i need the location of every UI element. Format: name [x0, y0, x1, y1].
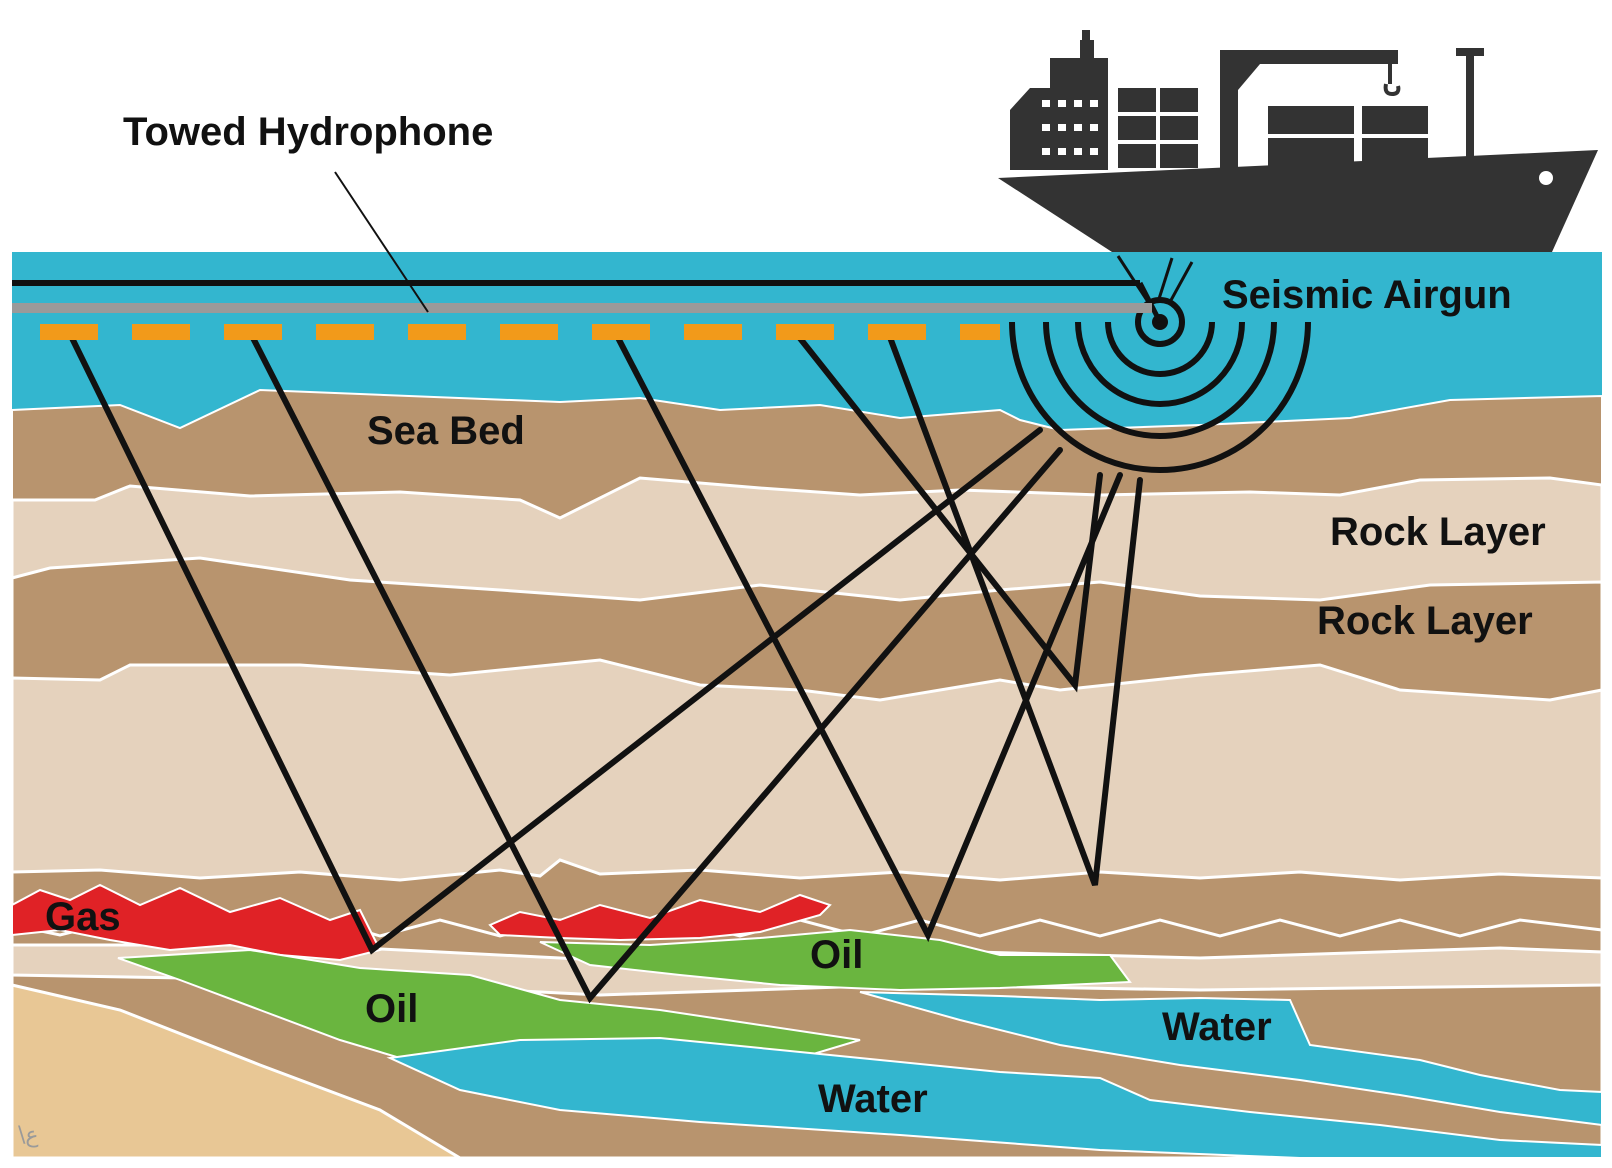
sand-wedge [10, 983, 466, 1160]
oil-pocket-left [117, 948, 861, 1067]
watermark: \ع [18, 1123, 39, 1148]
airgun-wave-arc-2 [1075, 321, 1245, 407]
crane-strut [1238, 64, 1260, 90]
container-7 [1268, 106, 1354, 134]
ray-path-2 [247, 329, 1063, 1004]
seismic-rays [66, 329, 1143, 1004]
label-sea-bed: Sea Bed [367, 409, 525, 453]
streamer-cable-drop [1137, 281, 1163, 324]
label-oil-left: Oil [365, 987, 418, 1031]
ray-path-5 [885, 329, 1143, 887]
label-gas: Gas [45, 895, 121, 939]
gas-pocket-left [11, 883, 382, 962]
label-towed-hydrophone: Towed Hydrophone [123, 110, 493, 154]
airgun-wave-arc-3 [1043, 321, 1277, 439]
crane-cable [1388, 64, 1392, 84]
label-seismic-airgun: Seismic Airgun [1222, 273, 1512, 317]
cargo-ship-icon [998, 30, 1598, 252]
hydrophone-leader-line [334, 171, 429, 313]
hydrophone-icon [12, 303, 1152, 313]
airgun-wave-arc-1 [1105, 321, 1215, 377]
ray-path-3 [612, 329, 1123, 943]
forward-mast [1466, 50, 1474, 168]
container-2 [1160, 88, 1198, 112]
container-10 [1362, 138, 1428, 168]
ship-windows [1042, 100, 1098, 155]
label-oil-right: Oil [810, 933, 863, 977]
crane-hook [1383, 83, 1401, 97]
ray-path-1 [66, 329, 1043, 955]
container-4 [1160, 116, 1198, 140]
label-water-bottom: Water [818, 1077, 928, 1121]
label-water-right: Water [1162, 1005, 1272, 1049]
forward-mast-top [1456, 48, 1484, 56]
container-6 [1160, 144, 1198, 168]
airgun-wave-icon [1009, 297, 1311, 473]
water-pocket-bottom [386, 1036, 1603, 1159]
ship-porthole [1539, 171, 1553, 185]
container-1 [1118, 88, 1156, 112]
label-rock-layer-1: Rock Layer [1330, 510, 1546, 554]
ship-hull [998, 150, 1598, 252]
crane-boom [1220, 50, 1398, 64]
crane-post [1220, 50, 1238, 170]
deep-sediment [10, 858, 1604, 1160]
container-8 [1362, 106, 1428, 134]
airgun-wave-arc-4 [1009, 321, 1311, 473]
oil-pocket-right [539, 928, 1132, 992]
label-rock-layer-2: Rock Layer [1317, 599, 1533, 643]
container-9 [1268, 138, 1354, 168]
water-pocket-right [859, 991, 1603, 1127]
ship-mast [1082, 30, 1090, 60]
container-3 [1118, 116, 1156, 140]
ray-path-4 [792, 329, 1103, 693]
container-5 [1118, 144, 1156, 168]
